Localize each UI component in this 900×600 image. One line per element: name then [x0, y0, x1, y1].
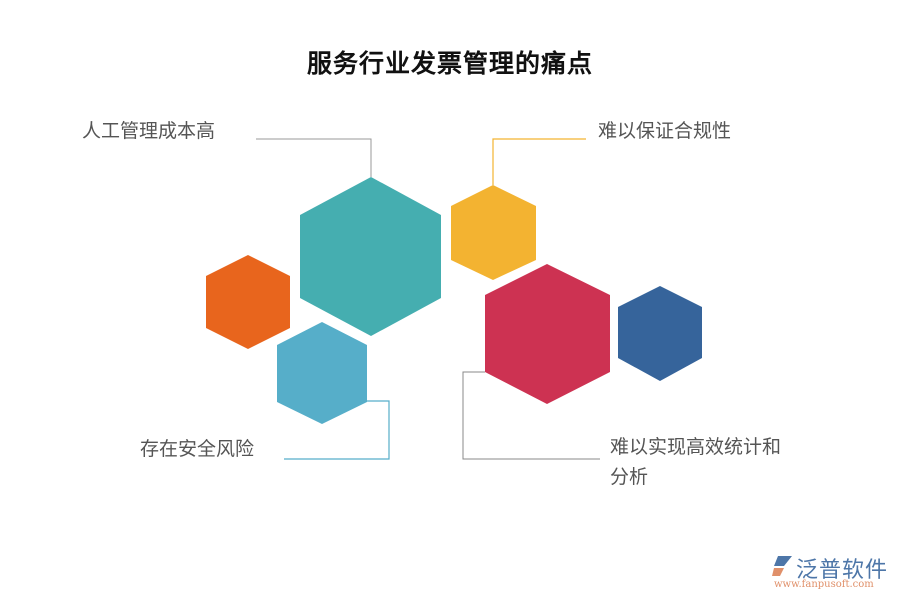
hexagon-red [485, 264, 610, 404]
logo-mark-icon [772, 556, 792, 576]
label-compliance: 难以保证合规性 [598, 120, 732, 142]
label-security-risk: 存在安全风险 [140, 438, 255, 460]
connector-line-3 [284, 400, 390, 460]
hexagon-lightblue [277, 322, 367, 424]
label-labor-cost: 人工管理成本高 [82, 120, 216, 142]
page-title: 服务行业发票管理的痛点 [306, 49, 593, 78]
connector-line-4 [462, 371, 600, 460]
label-statistics-line2: 分析 [610, 466, 649, 488]
connector-line-2 [492, 138, 586, 185]
hexagon-yellow [451, 185, 536, 280]
brand-logo: 泛普软件 www.fanpusoft.com [768, 552, 898, 596]
label-statistics-analysis: 难以实现高效统计和 分析 [610, 432, 781, 492]
logo-name: 泛普软件 [796, 558, 889, 583]
hexagon-teal [300, 177, 441, 336]
connector-line-1 [256, 138, 372, 177]
label-statistics-line1: 难以实现高效统计和 [610, 436, 782, 458]
logo-url: www.fanpusoft.com [774, 579, 874, 590]
hexagon-orange [206, 255, 290, 349]
hexagon-navy [618, 286, 702, 381]
